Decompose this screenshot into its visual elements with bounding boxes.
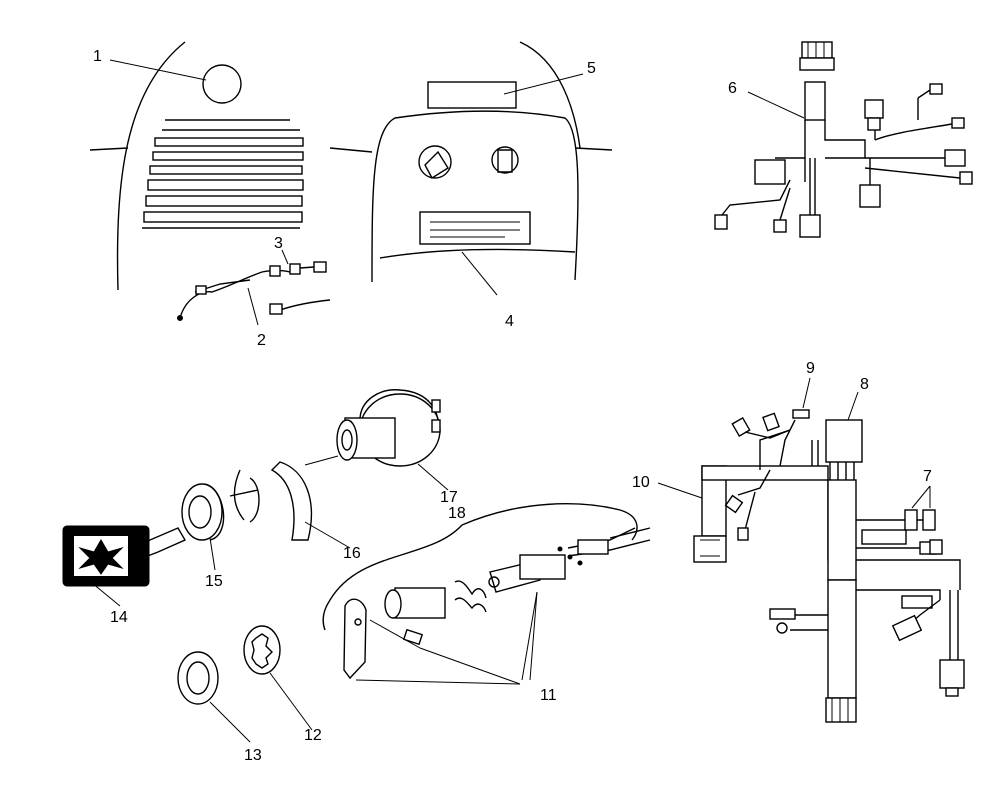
upper-label-decal [427,81,517,109]
hood-decal-panel [89,41,373,326]
leader-17 [417,463,449,491]
connector-8 [825,419,863,463]
switch-housing [394,587,446,619]
knob-right [491,146,519,174]
callout-13: 13 [244,747,262,764]
callout-8: 8 [860,376,869,393]
relay-7a [904,509,918,531]
lock-washer-12 [243,625,281,675]
knob-left [418,145,452,179]
switch-washer [270,461,312,541]
leader-2 [247,287,259,326]
nut-13 [177,651,219,705]
round-decal [202,64,242,104]
leader-15 [209,537,216,571]
callout-16: 16 [343,545,361,562]
leader-16 [304,521,351,549]
leader-3 [281,249,289,265]
callout-12: 12 [304,727,322,744]
leader-13 [209,701,251,743]
callout-1: 1 [93,48,102,65]
callout-17: 17 [440,489,458,506]
callout-6: 6 [728,80,737,97]
leader-6 [747,91,805,119]
callout-11: 11 [540,687,557,704]
callout-9: 9 [806,360,815,377]
main-wire-harness-lower [657,377,965,723]
callout-14: 14 [110,609,128,626]
brake-switch-assembly [322,503,651,685]
brake-lever [343,598,367,680]
leader-12 [269,672,313,731]
main-wire-harness-upper [714,41,973,238]
leader-1 [109,59,207,81]
callout-5: 5 [587,60,596,77]
callout-2: 2 [257,332,266,349]
fuse-9 [792,409,810,419]
callout-7: 7 [923,468,932,485]
leader-10 [657,482,703,499]
console-panel [371,41,613,296]
relay-7b [922,509,936,531]
callout-3: 3 [274,235,283,252]
callout-4: 4 [505,313,514,330]
small-wire-harness [177,261,331,321]
ignition-key-assembly [62,389,449,743]
stripe-decals [142,119,304,229]
leader-14 [91,582,121,607]
leader-5 [503,73,584,95]
warning-label-decal [419,211,531,245]
leader-8 [847,391,859,421]
leader-7a [911,485,931,509]
leader-4 [461,251,498,296]
callout-labels: 1 2 3 4 5 6 7 8 9 10 11 12 13 14 15 16 1… [93,48,932,764]
callout-15: 15 [205,573,223,590]
leader-9 [802,377,811,409]
callout-18: 18 [448,505,466,522]
callout-10: 10 [632,474,650,491]
